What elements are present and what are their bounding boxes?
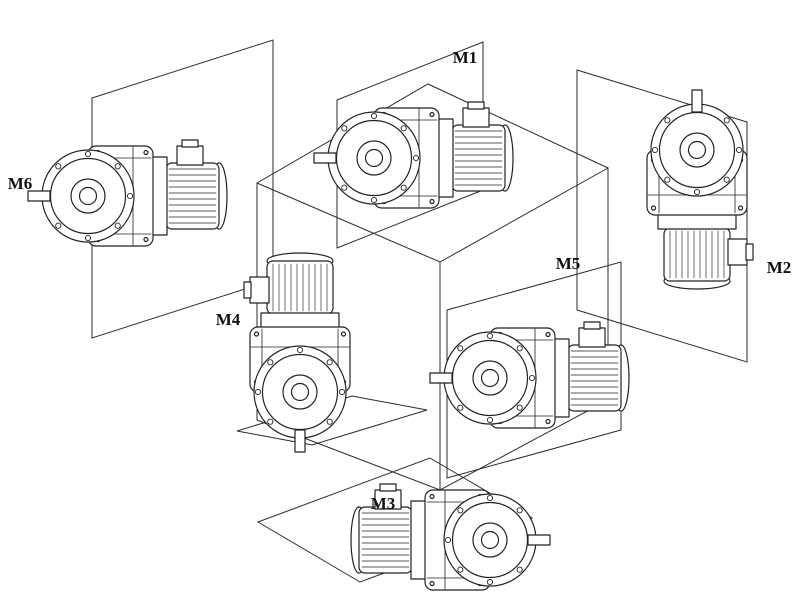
label-m1: M1	[453, 48, 478, 67]
gearmotor-m6	[27, 139, 228, 247]
gearmotor-m5	[429, 321, 630, 429]
gearmotor-m4	[243, 252, 351, 453]
gearmotor-m2	[646, 89, 754, 290]
label-m4: M4	[216, 310, 241, 329]
label-m5: M5	[556, 254, 581, 273]
mounting-plane-m3	[256, 457, 534, 583]
label-m3: M3	[371, 494, 396, 513]
mounting-plane-m5	[446, 261, 622, 479]
label-m2: M2	[767, 258, 792, 277]
gearmotor-m1	[313, 101, 514, 209]
label-m6: M6	[8, 174, 33, 193]
